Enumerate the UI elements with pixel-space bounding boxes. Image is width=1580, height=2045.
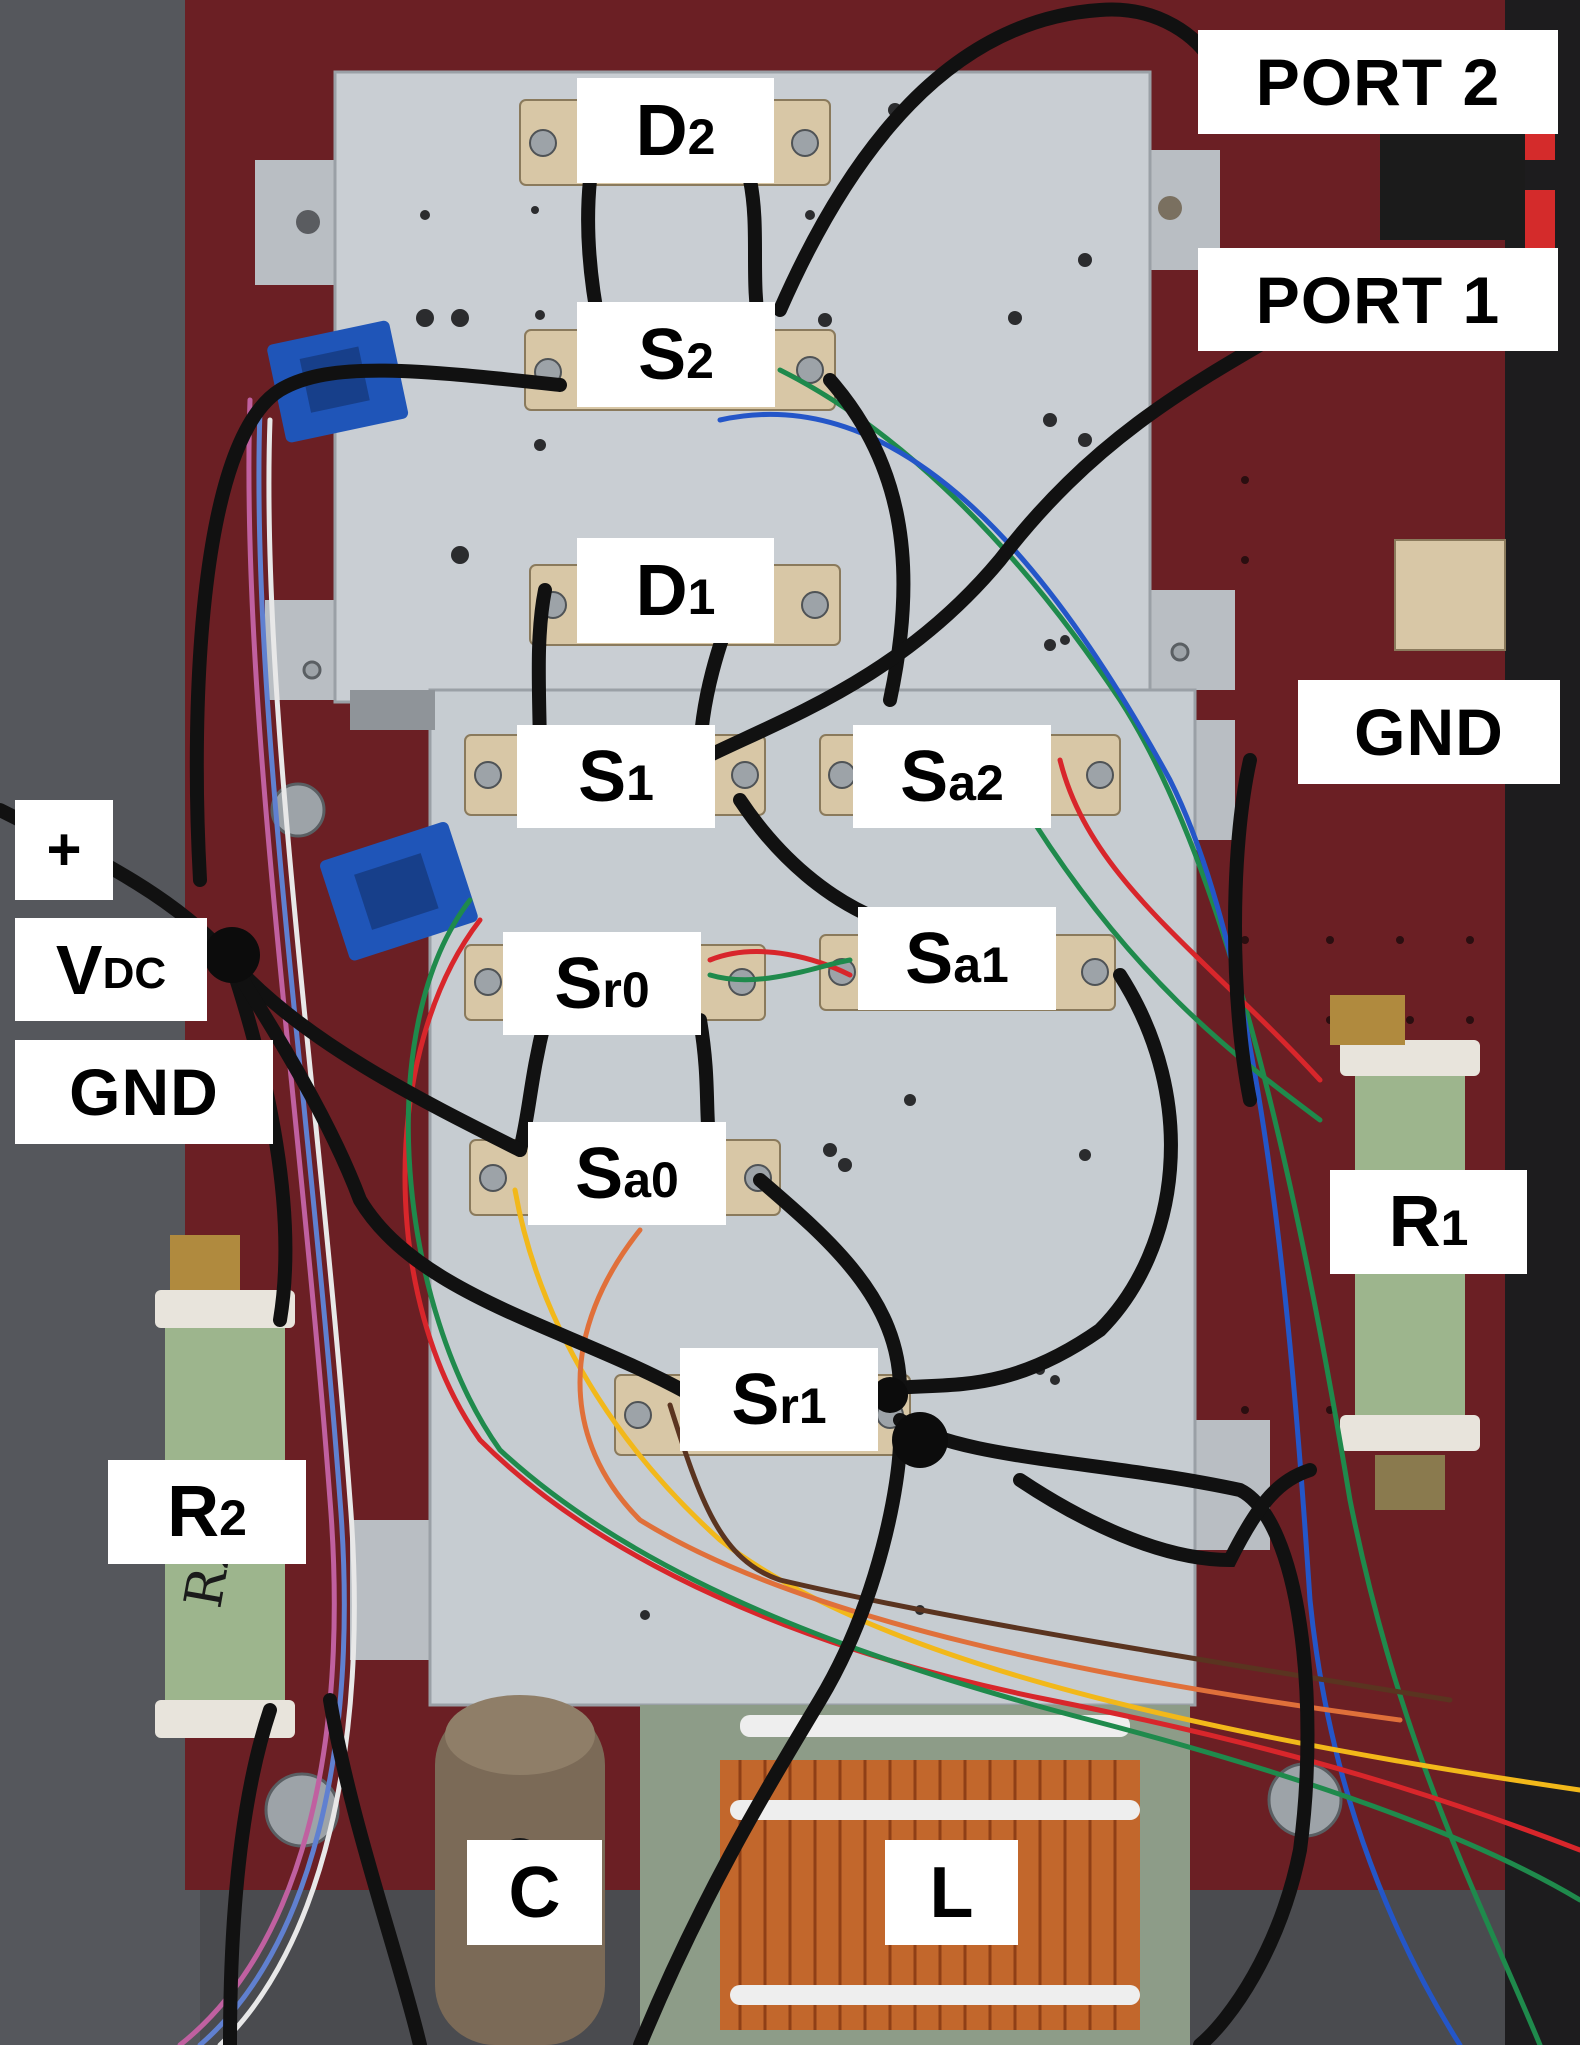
heatsink-fins-shadow (350, 690, 435, 730)
label-gnd-left: GND (15, 1040, 273, 1144)
plate-holes (416, 103, 1092, 1620)
label-c: C (467, 1840, 602, 1945)
port-block (1380, 120, 1525, 240)
side-module (1394, 539, 1506, 651)
current-sensor (320, 822, 478, 961)
label-plus: + (15, 800, 113, 900)
label-port-2: PORT 2 (1198, 30, 1558, 134)
signal-wires (177, 367, 1580, 2045)
label-l: L (885, 1840, 1018, 1945)
bracket (350, 1520, 440, 1660)
label-port-1: PORT 1 (1198, 248, 1558, 351)
bracket (1150, 590, 1235, 690)
label-gnd-right: GND (1298, 680, 1560, 784)
bench-shade (0, 0, 200, 2045)
inductor (640, 1705, 1190, 2045)
cable-junctions (204, 927, 948, 1468)
